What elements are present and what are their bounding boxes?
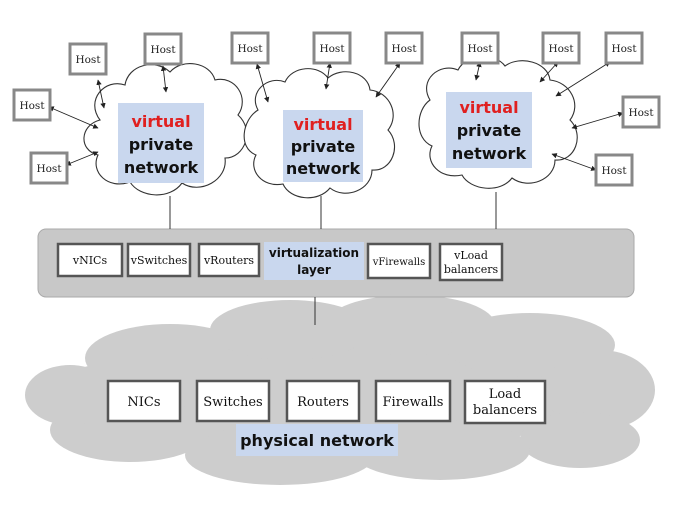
virtualization-layer-label: virtualization layer bbox=[264, 242, 364, 280]
host-node: Host bbox=[384, 31, 424, 65]
vpn-label-3: virtual private network bbox=[446, 92, 532, 168]
vload-balancers-label-line1: vLoad bbox=[453, 249, 488, 262]
host-node: Host bbox=[541, 31, 581, 65]
host-boxes: Host Host Host Host Host Host Host Host bbox=[12, 31, 661, 187]
switches-box: Switches bbox=[195, 379, 271, 423]
vswitches-box: vSwitches bbox=[126, 242, 192, 278]
vnics-box: vNICs bbox=[56, 242, 124, 278]
host-node: Host bbox=[604, 31, 644, 65]
routers-label: Routers bbox=[297, 395, 349, 410]
vpn-label-3-line3: network bbox=[452, 144, 527, 163]
virtualization-layer-label-line1: virtualization bbox=[269, 246, 359, 260]
vpn-label-1: virtual private network bbox=[118, 103, 204, 183]
vswitches-label: vSwitches bbox=[130, 254, 188, 267]
host-node: Host bbox=[12, 88, 52, 122]
vpn-label-2-line3: network bbox=[286, 159, 361, 178]
host-node: Host bbox=[29, 151, 69, 185]
host-label: Host bbox=[75, 54, 101, 66]
load-balancers-label-line2: balancers bbox=[473, 403, 537, 418]
vfirewalls-box: vFirewalls bbox=[366, 242, 432, 280]
vload-balancers-box: vLoad balancers bbox=[438, 242, 504, 282]
host-node: Host bbox=[621, 95, 661, 129]
vpn-label-1-line2: private bbox=[129, 135, 194, 154]
host-label: Host bbox=[36, 163, 62, 175]
physical-components: NICs Switches Routers Firewalls Load bal… bbox=[106, 379, 547, 425]
host-node: Host bbox=[230, 31, 270, 65]
host-label: Host bbox=[319, 43, 345, 55]
host-label: Host bbox=[628, 107, 654, 119]
load-balancers-box: Load balancers bbox=[463, 379, 547, 425]
host-label: Host bbox=[391, 43, 417, 55]
vrouters-box: vRouters bbox=[197, 242, 261, 278]
nics-label: NICs bbox=[127, 395, 160, 410]
host-label: Host bbox=[611, 43, 637, 55]
vpn-label-3-line2: private bbox=[457, 121, 522, 140]
host-label: Host bbox=[150, 44, 176, 56]
load-balancers-label-line1: Load bbox=[489, 387, 522, 402]
routers-box: Routers bbox=[285, 379, 361, 423]
vpn-label-2-line1: virtual bbox=[293, 115, 352, 134]
vrouters-label: vRouters bbox=[203, 254, 254, 267]
host-arrows bbox=[48, 61, 624, 171]
vpn-label-1-line1: virtual bbox=[131, 112, 190, 131]
vpn-label-3-line1: virtual bbox=[459, 98, 518, 117]
physical-network-label: physical network bbox=[236, 424, 398, 456]
virtualization-layer-label-line2: layer bbox=[297, 263, 331, 277]
vpn-label-2: virtual private network bbox=[283, 110, 363, 182]
vnics-label: vNICs bbox=[72, 254, 108, 267]
virtual-components: vNICs vSwitches vRouters vFirewalls vLoa… bbox=[56, 242, 504, 282]
nics-box: NICs bbox=[106, 379, 182, 423]
switches-label: Switches bbox=[203, 395, 262, 410]
vpn-label-2-line2: private bbox=[291, 137, 356, 156]
host-label: Host bbox=[601, 165, 627, 177]
host-node: Host bbox=[143, 32, 183, 66]
host-label: Host bbox=[19, 100, 45, 112]
firewalls-box: Firewalls bbox=[374, 379, 452, 423]
connector-lines bbox=[169, 192, 497, 325]
physical-network-label-text: physical network bbox=[240, 431, 394, 450]
host-node: Host bbox=[460, 31, 500, 65]
host-label: Host bbox=[548, 43, 574, 55]
vload-balancers-label-line2: balancers bbox=[444, 263, 499, 276]
vpn-label-1-line3: network bbox=[124, 158, 199, 177]
host-node: Host bbox=[594, 153, 634, 187]
vfirewalls-label: vFirewalls bbox=[372, 257, 426, 268]
host-node: Host bbox=[68, 42, 108, 76]
host-node: Host bbox=[312, 31, 352, 65]
host-label: Host bbox=[467, 43, 493, 55]
firewalls-label: Firewalls bbox=[383, 395, 444, 410]
host-label: Host bbox=[237, 43, 263, 55]
